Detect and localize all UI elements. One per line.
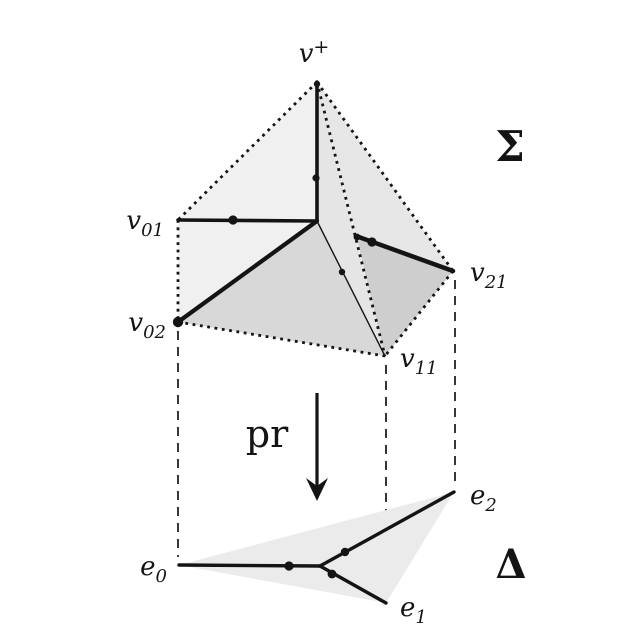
label-v01: v01 xyxy=(126,206,164,241)
sigma-face-right-upper xyxy=(317,82,453,271)
label-v-plus: v+ xyxy=(299,36,330,69)
edge-center-v11-thin xyxy=(316,220,386,357)
sigma-dotted-edges xyxy=(176,81,455,358)
label-sigma: Σ xyxy=(495,122,525,171)
edge-vplus-v21 xyxy=(315,81,455,272)
sigma-solid-edges xyxy=(175,80,456,357)
point-on-vertical-edge xyxy=(312,174,320,182)
projection-group: pr xyxy=(177,280,456,601)
point-on-v01-edge xyxy=(228,215,238,225)
label-pr: pr xyxy=(246,412,289,456)
label-v02: v02 xyxy=(128,308,166,343)
sigma-face-left xyxy=(178,82,317,322)
point-on-v21-edge xyxy=(367,237,377,247)
point-branch xyxy=(353,233,361,241)
label-v11: v11 xyxy=(400,344,438,379)
edge-vplus-v01 xyxy=(177,81,318,221)
sigma-face-right-lower xyxy=(356,236,453,356)
edge-v02-center xyxy=(175,218,320,325)
label-delta: Δ xyxy=(495,541,526,588)
label-e2: e2 xyxy=(470,481,497,516)
delta-marked-points xyxy=(284,547,350,579)
projection-arrow xyxy=(306,393,328,501)
point-on-center-v11-edge xyxy=(338,268,346,276)
label-e1: e1 xyxy=(400,593,427,628)
label-e0: e0 xyxy=(140,552,167,587)
edge-v02-v11 xyxy=(177,320,386,358)
edge-v01-center xyxy=(176,218,319,223)
delta-fill xyxy=(179,492,454,603)
edge-vplus-v11 xyxy=(315,81,387,357)
sigma-polytope: v+ v01 v02 v21 v11 Σ xyxy=(126,36,524,379)
edge-e0-center xyxy=(177,563,322,568)
edge-v21-v11 xyxy=(383,270,455,357)
point-on-e1-edge xyxy=(327,569,337,579)
label-v21: v21 xyxy=(470,258,508,293)
point-vplus xyxy=(313,80,321,88)
point-v02 xyxy=(172,316,184,328)
arrow-head xyxy=(306,478,328,501)
delta-simplex: e0 e1 e2 Δ xyxy=(140,481,526,628)
point-on-e2-edge xyxy=(340,547,350,557)
point-on-e0-edge xyxy=(284,561,294,571)
sigma-marked-points xyxy=(172,80,377,328)
